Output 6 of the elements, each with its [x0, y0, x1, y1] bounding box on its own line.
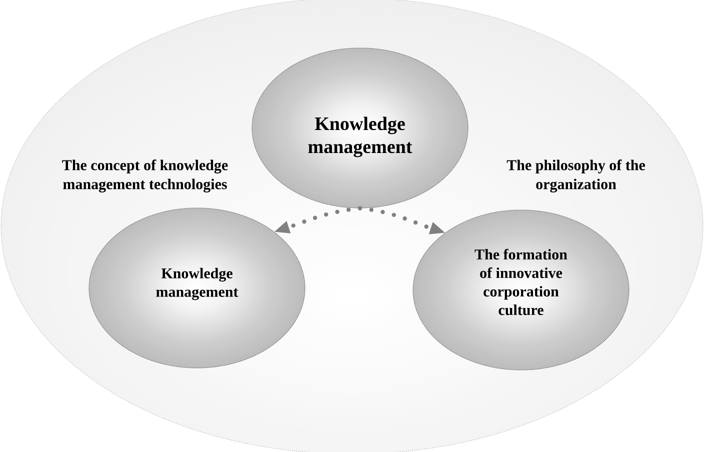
- ellipse-node: Knowledge management: [252, 48, 468, 208]
- ellipse-node: The formation of innovative corporation culture: [412, 210, 630, 370]
- ellipse-node: Knowledge management: [88, 208, 306, 368]
- side-label: The philosophy of the organization: [506, 160, 645, 192]
- side-label: The concept of knowledge management technologies: [62, 160, 228, 192]
- dotted-arrow: [358, 206, 446, 234]
